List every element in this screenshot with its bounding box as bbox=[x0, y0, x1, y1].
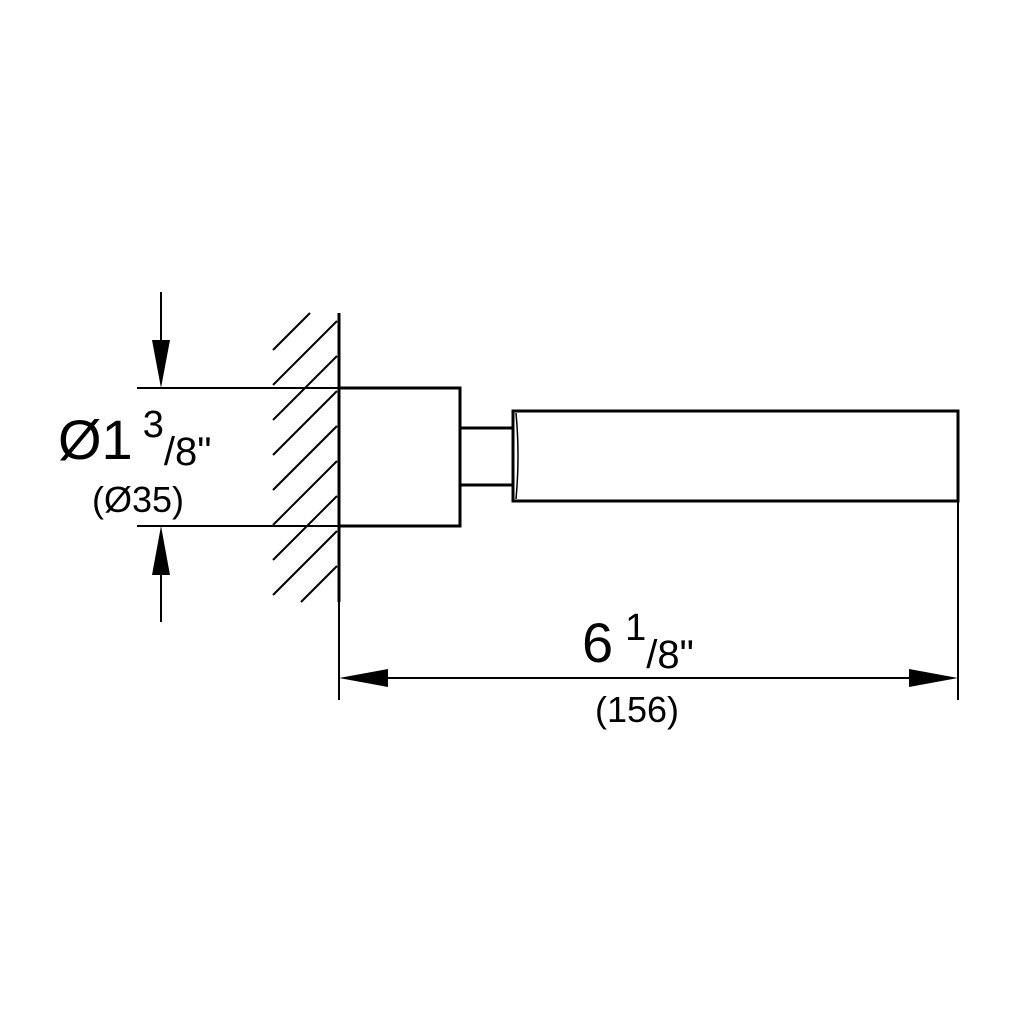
arrowhead-left bbox=[339, 669, 388, 687]
hatch-line bbox=[272, 390, 338, 456]
hatch-line bbox=[272, 320, 338, 386]
arrowhead-up bbox=[152, 526, 170, 575]
hatch-line bbox=[272, 425, 338, 491]
neck bbox=[460, 426, 513, 487]
arrowhead-right bbox=[909, 669, 958, 687]
diameter-metric: (Ø35) bbox=[92, 479, 185, 520]
flange bbox=[339, 386, 462, 528]
hatch-line bbox=[272, 495, 338, 561]
hatch-line bbox=[272, 530, 338, 596]
hatch-line bbox=[300, 565, 338, 603]
length-metric: (156) bbox=[595, 689, 680, 730]
arrowhead-down bbox=[152, 340, 170, 388]
arm bbox=[511, 409, 960, 503]
hatch-line bbox=[272, 312, 311, 351]
arm-end-curve bbox=[515, 412, 519, 500]
wall-hatching bbox=[272, 312, 338, 603]
hatch-line bbox=[272, 460, 338, 526]
